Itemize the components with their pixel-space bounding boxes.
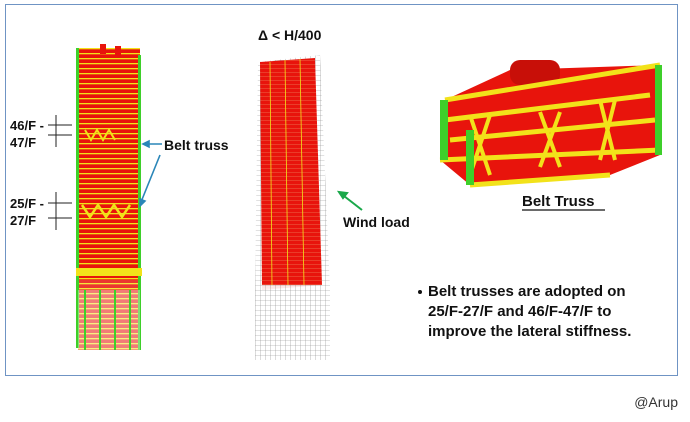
tower-model-belt-truss xyxy=(76,44,142,350)
bullet-line-1: Belt trusses are adopted on xyxy=(428,283,626,300)
bullet-line-3: improve the lateral stiffness. xyxy=(428,323,632,340)
level-upper-label-a: 46/F - xyxy=(10,118,44,133)
slide-frame xyxy=(5,4,678,376)
level-lower-label-b: 27/F xyxy=(10,213,37,228)
wind-load-arrow xyxy=(336,190,363,211)
wind-load-label: Wind load xyxy=(343,214,410,230)
bullet-dot xyxy=(418,290,422,294)
belt-truss-3d-model xyxy=(439,60,662,188)
belt-truss-title: Belt Truss xyxy=(522,193,595,210)
level-lower-label-a: 25/F - xyxy=(10,196,44,211)
level-upper-label-b: 47/F xyxy=(10,135,37,150)
belt-truss-arrows xyxy=(139,139,162,208)
belt-truss-callout: Belt truss xyxy=(164,137,229,153)
level-dimension-marks xyxy=(48,115,72,230)
bullet-line-2: 25/F-27/F and 46/F-47/F to xyxy=(428,303,612,320)
tower-model-deformed xyxy=(255,55,330,360)
drift-limit-label: Δ < H/400 xyxy=(258,27,322,43)
credit-text: @Arup xyxy=(634,394,678,410)
